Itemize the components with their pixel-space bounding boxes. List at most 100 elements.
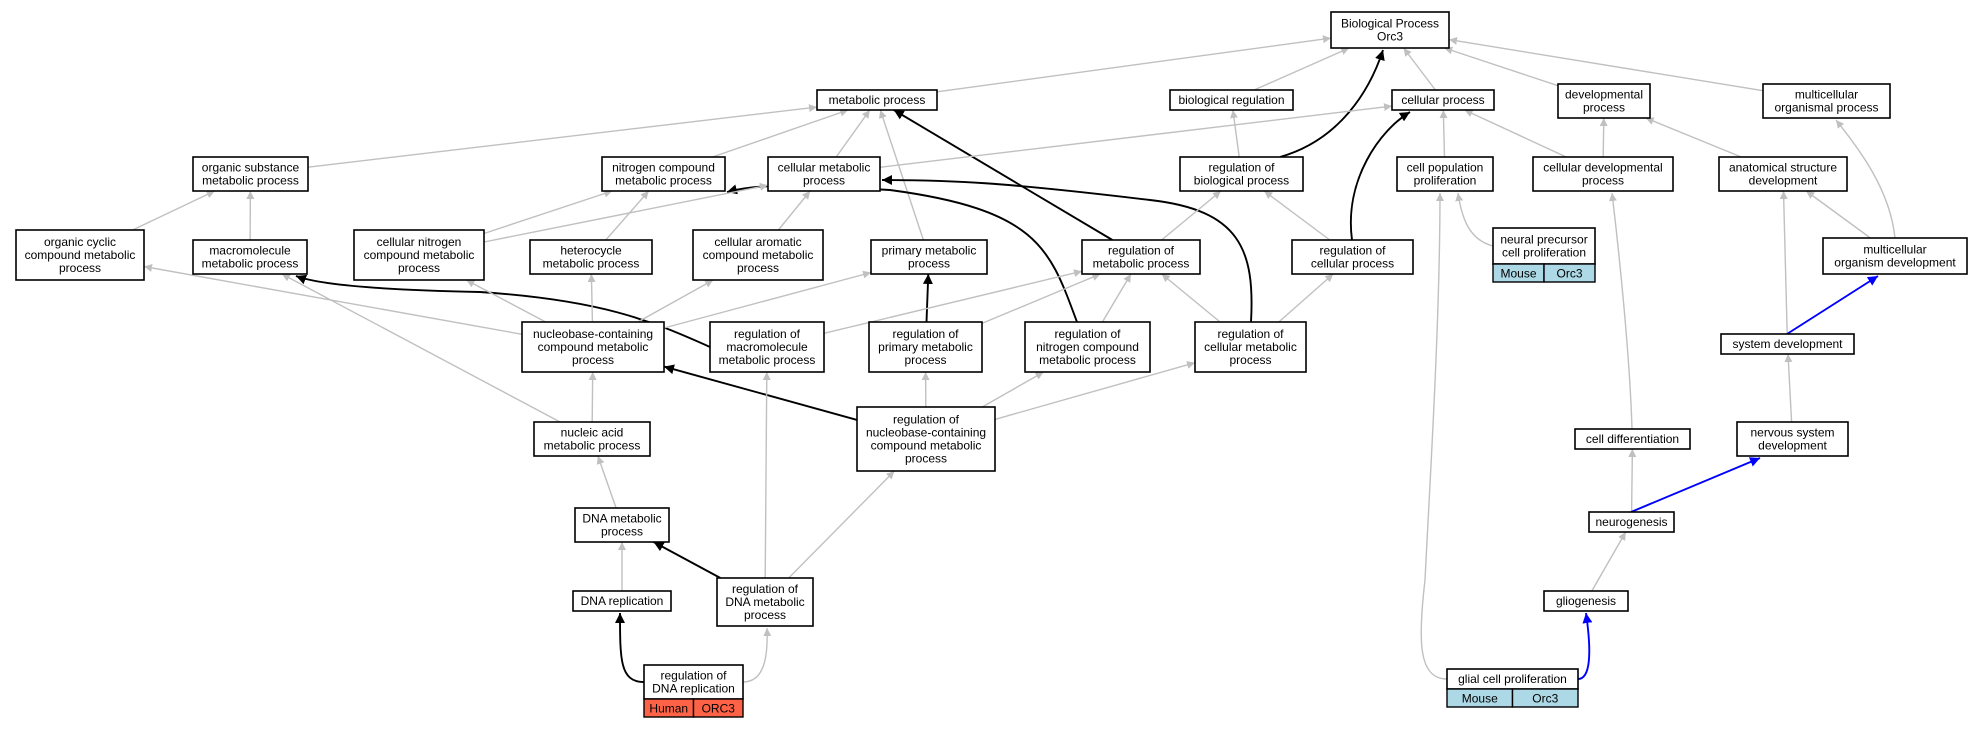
edge-orgsub-to-metabolic xyxy=(307,104,818,168)
node-label-line: regulation of xyxy=(1208,161,1275,175)
edge-regdnarep-to-dnarep xyxy=(615,612,645,683)
go-term-node-dnarep[interactable]: DNA replication xyxy=(572,590,672,612)
edge-sysdev-to-multidev xyxy=(1786,275,1879,335)
node-label-line: metabolic process xyxy=(719,353,816,367)
node-label-line: process xyxy=(59,261,101,275)
node-box xyxy=(1492,227,1596,265)
node-label-line: macromolecule xyxy=(726,340,808,354)
gene-label: Orc3 xyxy=(1532,692,1558,706)
go-term-node-neurogen[interactable]: neurogenesis xyxy=(1588,511,1675,533)
node-box xyxy=(529,239,653,275)
go-term-node-sysdev[interactable]: system development xyxy=(1720,333,1855,355)
edge-cellarom-to-cellmet xyxy=(777,190,811,231)
species-label: Mouse xyxy=(1500,267,1536,281)
go-term-node-cellular[interactable]: cellular process xyxy=(1391,89,1495,111)
go-term-node-glio[interactable]: gliogenesis xyxy=(1543,590,1629,612)
edge-neurogen-to-celldiff xyxy=(1628,448,1637,513)
gene-label: Orc3 xyxy=(1556,267,1582,281)
node-label-line: process xyxy=(908,257,950,271)
edge-cellmet-to-cellular xyxy=(879,103,1393,168)
node-label-line: regulation of xyxy=(732,582,799,596)
node-label-line: regulation of xyxy=(660,669,727,683)
node-box xyxy=(1179,156,1304,192)
edge-regdnamet-to-regmacro xyxy=(762,371,771,579)
edge-regnucbase-to-regnitro xyxy=(981,371,1044,408)
edge-nucbase-to-hetero xyxy=(587,273,596,323)
node-box xyxy=(1720,333,1855,355)
go-term-node-metabolic[interactable]: metabolic process xyxy=(816,89,938,111)
edge-regdnamet-to-dnamet xyxy=(653,541,721,579)
node-box xyxy=(533,421,651,457)
go-term-node-bioreg[interactable]: biological regulation xyxy=(1169,89,1294,111)
node-box xyxy=(1330,11,1450,49)
node-box xyxy=(572,590,672,612)
edge-orgcyc-to-orgsub xyxy=(132,190,216,231)
node-label-line: system development xyxy=(1732,337,1843,351)
edge-cellmet-to-metabolic xyxy=(835,109,871,158)
edge-glial-to-cellpop xyxy=(1420,192,1448,680)
node-label-line: process xyxy=(737,261,779,275)
edge-nucacid-to-nucbase xyxy=(588,371,597,423)
edge-nervdev-to-sysdev xyxy=(1784,353,1793,423)
node-label-line: cellular aromatic xyxy=(714,235,801,249)
edge-celldiff-to-celldev xyxy=(1608,192,1633,430)
edge-nucbase-to-cellarom xyxy=(637,279,714,323)
go-term-node-regnucbase[interactable]: regulation ofnucleobase-containingcompou… xyxy=(856,406,996,472)
node-label-line: nitrogen compound xyxy=(612,161,715,175)
edge-regprim-to-regmet xyxy=(981,273,1101,325)
node-label-line: regulation of xyxy=(1217,327,1284,341)
node-label-line: metabolic process xyxy=(544,439,641,453)
node-box xyxy=(1532,156,1674,192)
edge-cellnitro-to-cellmet xyxy=(483,182,769,243)
node-label-line: process xyxy=(803,174,845,188)
node-label-line: organic substance xyxy=(202,161,300,175)
edge-nucacid-to-macro xyxy=(281,273,561,423)
edge-regcellmet-to-regmet xyxy=(1161,273,1221,323)
node-label-line: metabolic process xyxy=(1039,353,1136,367)
node-label-line: cellular nitrogen xyxy=(377,235,462,249)
edge-regdnamet-to-regnucbase xyxy=(788,470,895,579)
edge-metabolic-to-bp xyxy=(936,35,1332,93)
node-label-line: development xyxy=(1749,174,1818,188)
node-label-line: neurogenesis xyxy=(1595,515,1667,529)
go-term-node-celldiff[interactable]: cell differentiation xyxy=(1574,428,1691,450)
node-box xyxy=(816,89,938,111)
gene-cell xyxy=(1511,688,1579,708)
gene-label: ORC3 xyxy=(702,702,736,716)
node-label-line: process xyxy=(744,608,786,622)
node-label-line: DNA replication xyxy=(652,682,735,696)
